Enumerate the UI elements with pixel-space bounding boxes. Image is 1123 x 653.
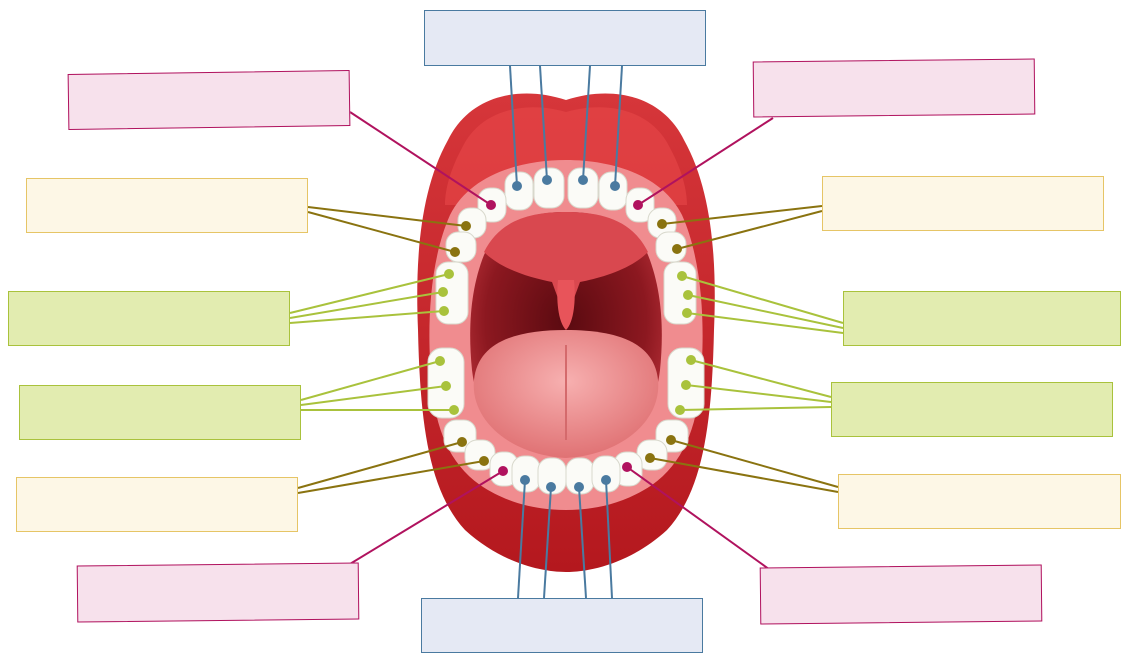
mouth-illustration bbox=[417, 93, 715, 572]
label-molars-bottom-right[interactable] bbox=[831, 382, 1113, 437]
label-canine-top-right[interactable] bbox=[753, 59, 1036, 118]
label-premolars-bottom-right[interactable] bbox=[838, 474, 1121, 529]
label-molars-top-left[interactable] bbox=[8, 291, 290, 346]
label-incisors-top[interactable] bbox=[424, 10, 706, 66]
label-incisors-bottom[interactable] bbox=[421, 598, 703, 653]
label-canine-top-left[interactable] bbox=[68, 70, 351, 130]
label-canine-bottom-right[interactable] bbox=[760, 565, 1043, 625]
label-premolars-bottom-left[interactable] bbox=[16, 477, 298, 532]
label-canine-bottom-left[interactable] bbox=[77, 563, 360, 623]
label-premolars-top-left[interactable] bbox=[26, 178, 308, 233]
label-molars-bottom-left[interactable] bbox=[19, 385, 301, 440]
label-molars-top-right[interactable] bbox=[843, 291, 1121, 346]
label-premolars-top-right[interactable] bbox=[822, 176, 1104, 231]
